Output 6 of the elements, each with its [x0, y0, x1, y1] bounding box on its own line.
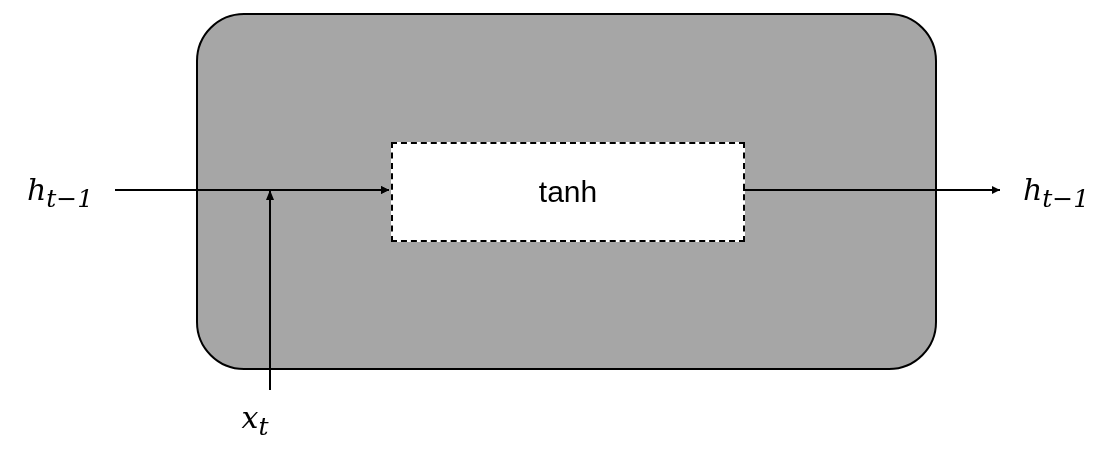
function-name: tanh	[538, 175, 598, 209]
variable-label: x$_{t}$	[241, 399, 269, 441]
variable-label: h$_{t−1}$	[1022, 172, 1090, 213]
variable-label: h$_{t−1}$	[26, 172, 94, 213]
activation-box	[391, 142, 745, 242]
cell-block	[196, 13, 937, 370]
